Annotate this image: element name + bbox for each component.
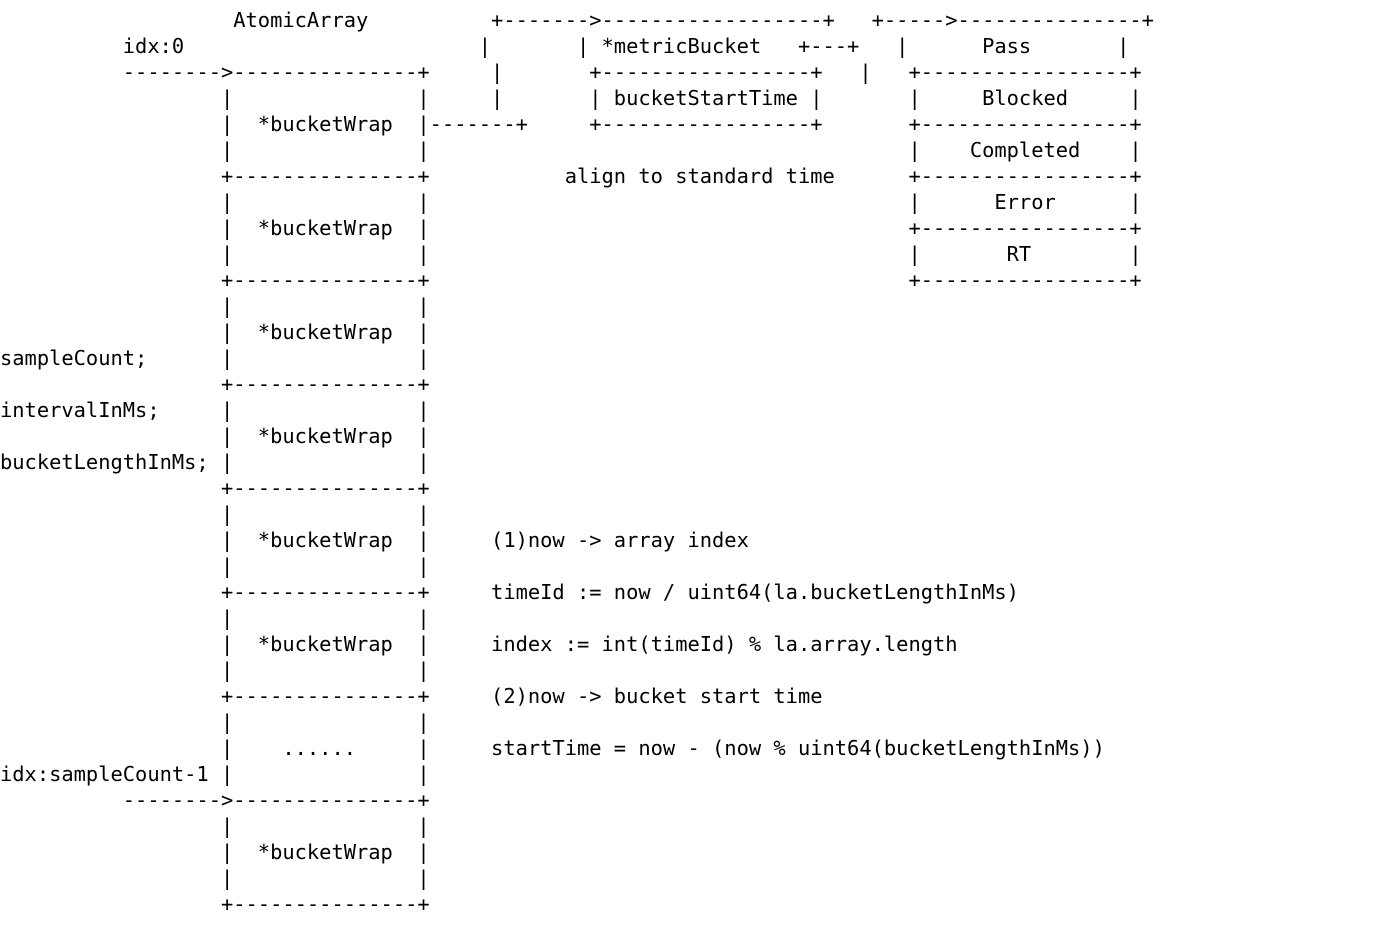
ascii-art-diagram: AtomicArray +------->------------------+… [0, 8, 1154, 916]
